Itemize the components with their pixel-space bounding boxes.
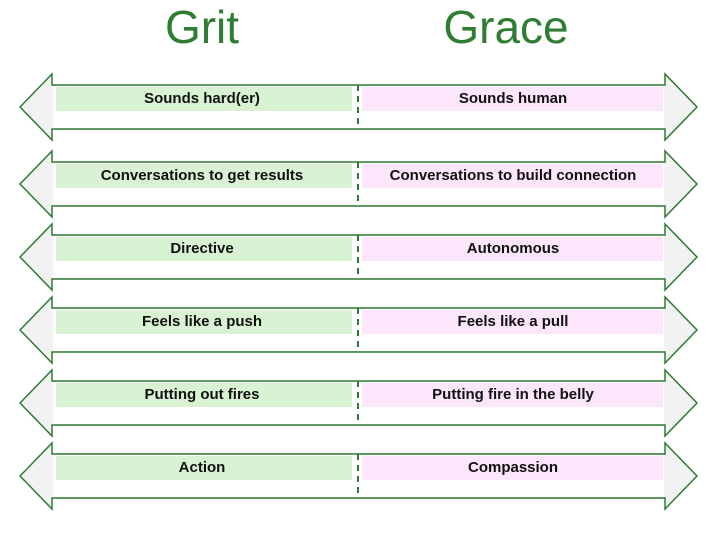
grit-fill: [56, 310, 352, 334]
grit-label: Sounds hard(er): [144, 90, 260, 107]
grit-label: Feels like a push: [141, 313, 263, 330]
grace-label: Compassion: [467, 459, 558, 476]
grit-fill: [56, 164, 352, 188]
grace-label: Autonomous: [466, 240, 560, 257]
grace-label: Putting fire in the belly: [432, 386, 594, 403]
grace-fill: [362, 310, 663, 334]
grit-label: Action: [178, 459, 226, 476]
arrow-row: [18, 222, 699, 292]
grace-fill: [362, 456, 663, 480]
arrow-row: [18, 295, 699, 365]
grit-label: Directive: [170, 240, 234, 257]
grit-fill: [56, 87, 352, 111]
grit-label: Putting out fires: [144, 386, 260, 403]
grace-label: Feels like a pull: [457, 313, 569, 330]
grit-heading: Grit: [164, 1, 240, 53]
arrow-row: [18, 72, 699, 142]
arrow-row: [18, 368, 699, 438]
grace-label: Conversations to build connection: [389, 167, 637, 184]
grit-fill: [56, 237, 352, 261]
arrow-row: [18, 149, 699, 219]
grace-fill: [362, 237, 663, 261]
grit-fill: [56, 456, 352, 480]
grit-fill: [56, 383, 352, 407]
grace-fill: [362, 383, 663, 407]
grit-label: Conversations to get results: [100, 167, 304, 184]
grace-fill: [362, 164, 663, 188]
arrow-row: [18, 441, 699, 511]
grace-label: Sounds human: [458, 90, 568, 107]
grace-fill: [362, 87, 663, 111]
grace-heading: Grace: [443, 1, 569, 53]
